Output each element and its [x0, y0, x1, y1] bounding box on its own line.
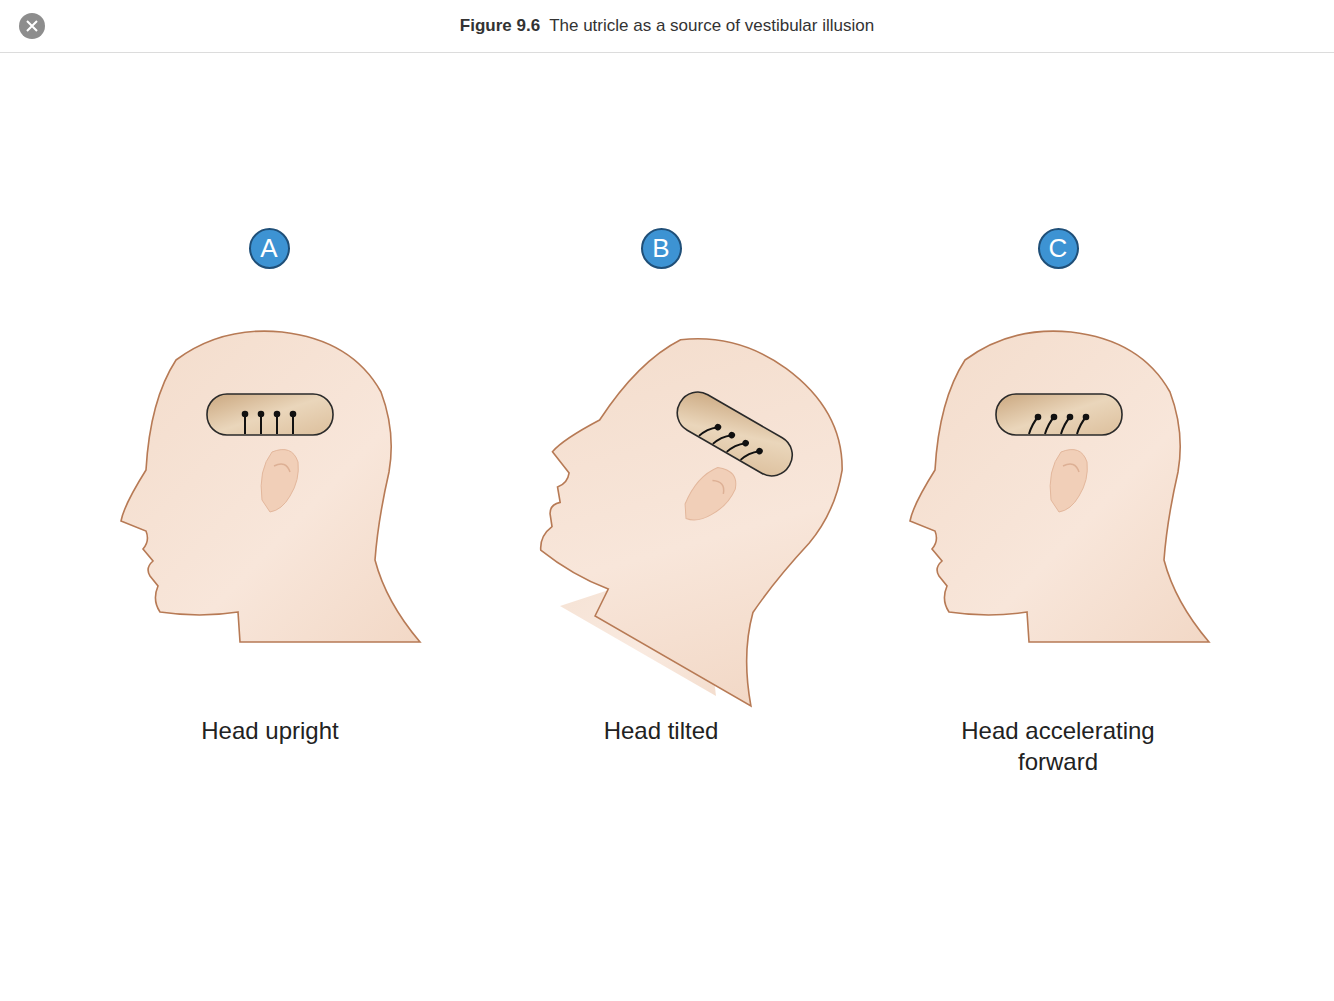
panel-letter-circle: A [249, 228, 290, 269]
panel-caption: Head accelerating forward [943, 715, 1173, 777]
panel-letter: B [652, 233, 669, 264]
head-tilted [492, 287, 906, 706]
figure-number: Figure 9.6 [460, 16, 540, 36]
panel-letter: C [1049, 233, 1068, 264]
panel-caption: Head tilted [531, 715, 791, 746]
panel-letter-circle: B [641, 228, 682, 269]
panel-letter-circle: C [1038, 228, 1079, 269]
close-button [19, 13, 45, 39]
title-bar: Figure 9.6 The utricle as a source of ves… [0, 16, 1334, 36]
panel-caption: Head upright [140, 715, 400, 746]
head-accelerating [910, 331, 1209, 642]
figure-title: The utricle as a source of vestibular il… [549, 16, 874, 36]
panel-letter: A [260, 233, 277, 264]
head-upright [121, 331, 420, 642]
